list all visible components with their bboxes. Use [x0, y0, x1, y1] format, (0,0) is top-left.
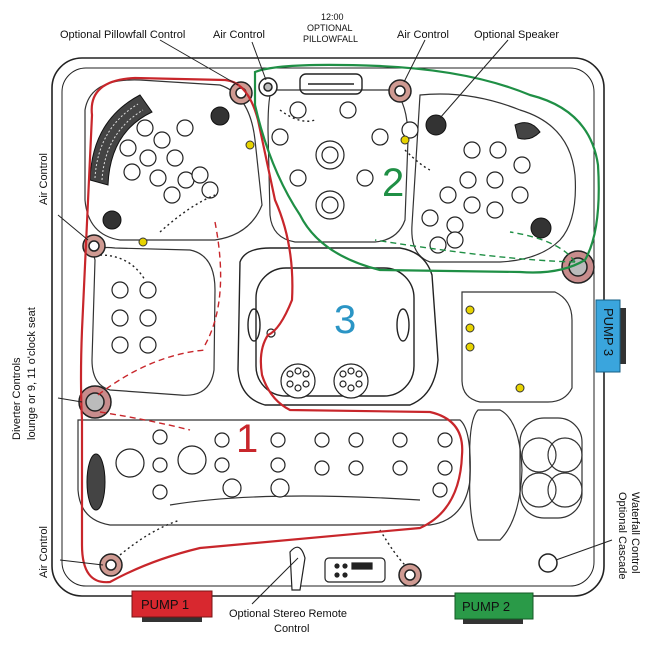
- lights: [138, 135, 525, 393]
- zone-2-outline: [253, 63, 600, 274]
- label-diverter-line1: Diverter Controls: [11, 357, 23, 440]
- callout-lines: [57, 39, 613, 605]
- label-air-control-left: Air Control: [38, 153, 50, 205]
- pump-2-label: PUMP 2: [462, 599, 510, 614]
- label-pillowfall-control: Optional Pillowfall Control: [60, 29, 185, 41]
- pillows: [86, 94, 541, 511]
- pillowfall: [299, 73, 363, 95]
- label-stereo-line2: Control: [274, 623, 309, 635]
- jets: [111, 101, 531, 500]
- pump-2: PUMP 2: [454, 592, 534, 624]
- flow-arrows: [97, 109, 576, 566]
- label-diverter-line2: lounge or 9, 11 o'clock seat: [26, 307, 38, 440]
- label-air-control-top-left: Air Control: [213, 29, 265, 41]
- footwell: [237, 247, 439, 406]
- label-pillowfall-line2: PILLOWFALL: [303, 34, 358, 44]
- speakers: [102, 106, 552, 239]
- stereo-remote: [289, 546, 386, 591]
- pump-1: PUMP 1: [131, 590, 213, 622]
- label-stereo-line1: Optional Stereo Remote: [229, 608, 347, 620]
- zone-1-number: 1: [236, 417, 258, 461]
- control-knobs: [78, 77, 595, 587]
- pump-3: PUMP 3: [595, 299, 626, 373]
- label-speaker: Optional Speaker: [474, 29, 559, 41]
- pump-3-label: PUMP 3: [601, 308, 616, 356]
- label-cascade-line2: Waterfall Control: [629, 492, 641, 574]
- label-pillowfall-time: 12:00: [321, 12, 344, 22]
- zone-2-number: 2: [382, 161, 404, 205]
- label-cascade-line1: Optional Cascade: [616, 492, 628, 579]
- label-air-control-top-right: Air Control: [397, 29, 449, 41]
- label-air-control-bottom-left: Air Control: [38, 526, 50, 578]
- label-pillowfall-line1: OPTIONAL: [307, 23, 353, 33]
- zone-3-number: 3: [334, 298, 356, 342]
- seat-outlines: [77, 79, 583, 541]
- pump-1-label: PUMP 1: [141, 597, 189, 612]
